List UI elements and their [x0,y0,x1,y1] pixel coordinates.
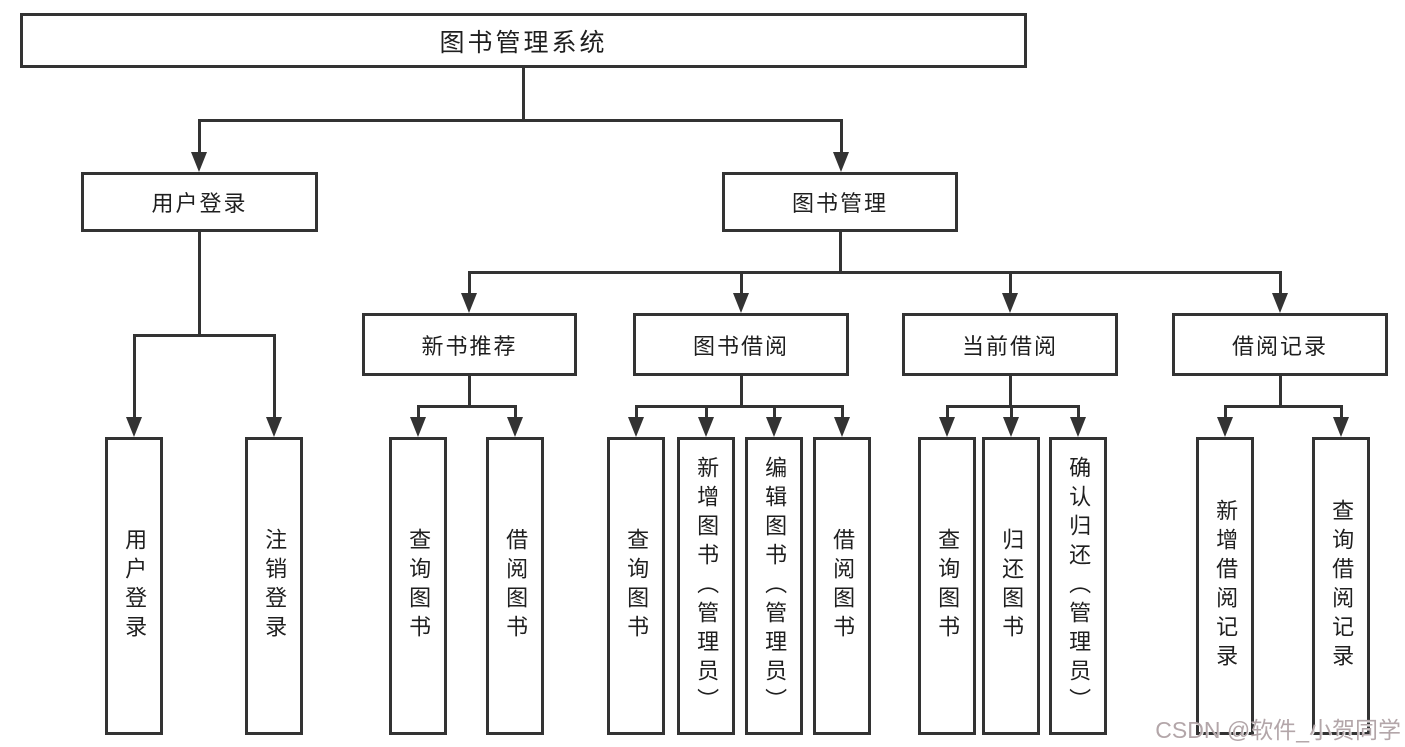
arrowhead-icon [1003,417,1019,437]
node-label: 用户登录 [151,191,248,216]
connector-line [1077,405,1080,419]
node-leaf-return-books: 归还图书 [982,437,1040,735]
node-label: 图书借阅 [692,333,789,359]
connector-line [417,405,517,408]
arrowhead-icon [126,417,142,437]
node-label: 图书管理系统 [439,28,608,57]
node-label: 查询借阅记录 [1329,499,1355,673]
connector-line [468,376,471,407]
node-user-login-module: 用户登录 [81,172,318,232]
connector-line [773,405,776,419]
connector-line [133,334,276,337]
connector-line [273,334,276,419]
node-label: 新增借阅记录 [1213,499,1239,673]
arrowhead-icon [507,417,523,437]
node-new-book-recommend: 新书推荐 [362,313,577,376]
node-leaf-query-books-recommend: 查询图书 [389,437,447,735]
node-label: 新书推荐 [421,333,518,359]
arrowhead-icon [461,293,477,313]
connector-line [635,405,638,419]
connector-line [705,405,708,419]
node-leaf-query-borrow-record: 查询借阅记录 [1312,437,1370,735]
connector-line [1279,376,1282,407]
connector-line [1279,271,1282,295]
node-book-borrow: 图书借阅 [633,313,849,376]
connector-line [839,232,842,273]
node-current-borrow: 当前借阅 [902,313,1118,376]
node-label: 归还图书 [999,528,1025,644]
connector-line [1340,405,1343,419]
node-leaf-borrow-books: 借阅图书 [813,437,871,735]
arrowhead-icon [733,293,749,313]
node-label: 借阅图书 [830,528,856,644]
connector-line [1224,405,1227,419]
connector-line [1010,405,1013,419]
node-label: 注销登录 [262,528,288,644]
node-leaf-confirm-return-admin: 确认归还（管理员） [1049,437,1107,735]
node-leaf-edit-books-admin: 编辑图书（管理员） [745,437,803,735]
connector-line [740,271,743,295]
connector-line [840,119,843,153]
node-label: 借阅图书 [503,528,529,644]
node-book-management-module: 图书管理 [722,172,958,232]
arrowhead-icon [698,417,714,437]
arrowhead-icon [1217,417,1233,437]
connector-line [133,334,136,419]
arrowhead-icon [766,417,782,437]
arrowhead-icon [266,417,282,437]
connector-line [417,405,420,419]
connector-line [1224,405,1343,408]
node-label: 查询图书 [624,528,650,644]
node-borrow-records: 借阅记录 [1172,313,1388,376]
arrowhead-icon [833,152,849,172]
node-leaf-borrow-books-recommend: 借阅图书 [486,437,544,735]
arrowhead-icon [1002,293,1018,313]
node-label: 查询图书 [935,528,961,644]
connector-line [198,232,201,336]
arrowhead-icon [1333,417,1349,437]
node-label: 查询图书 [406,528,432,644]
node-leaf-add-borrow-record: 新增借阅记录 [1196,437,1254,735]
connector-line [198,119,843,122]
connector-line [468,271,471,295]
node-label: 当前借阅 [961,333,1058,359]
connector-line [198,119,201,153]
arrowhead-icon [191,152,207,172]
connector-line [946,405,1080,408]
arrowhead-icon [628,417,644,437]
node-label: 新增图书（管理员） [694,455,720,717]
arrowhead-icon [1070,417,1086,437]
connector-line [841,405,844,419]
arrowhead-icon [834,417,850,437]
node-label: 借阅记录 [1231,333,1328,359]
connector-line [635,405,844,408]
node-leaf-add-books-admin: 新增图书（管理员） [677,437,735,735]
connector-line [740,376,743,407]
node-library-management-system: 图书管理系统 [20,13,1027,68]
node-label: 用户登录 [122,528,148,644]
connector-line [514,405,517,419]
arrowhead-icon [1272,293,1288,313]
connector-line [1009,376,1012,407]
node-label: 图书管理 [791,191,888,216]
connector-line [468,271,1282,274]
node-leaf-query-books-borrow: 查询图书 [607,437,665,735]
node-leaf-logout: 注销登录 [245,437,303,735]
csdn-watermark: CSDN @软件_小贺同学 [1155,717,1401,743]
arrowhead-icon [939,417,955,437]
node-label: 确认归还（管理员） [1066,455,1092,717]
arrowhead-icon [410,417,426,437]
node-leaf-user-login: 用户登录 [105,437,163,735]
node-label: 编辑图书（管理员） [762,455,788,717]
node-leaf-query-books-current: 查询图书 [918,437,976,735]
connector-line [1009,271,1012,295]
connector-line [522,68,525,121]
connector-line [946,405,949,419]
